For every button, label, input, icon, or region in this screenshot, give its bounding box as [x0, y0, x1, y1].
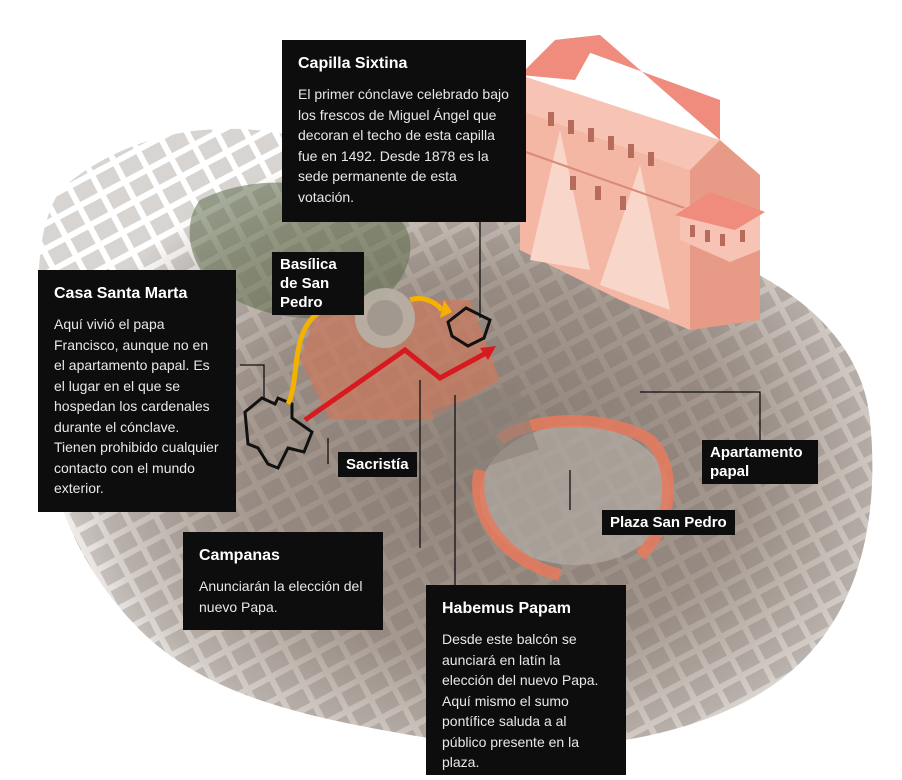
- callout-body: Desde este balcón se aunciará en latín l…: [442, 631, 599, 770]
- callout-capilla-sixtina: Capilla Sixtina El primer cónclave celeb…: [282, 40, 526, 222]
- callout-body: Anunciarán la elección del nuevo Papa.: [199, 578, 363, 615]
- label-basilica: Basílica de San Pedro: [272, 252, 364, 315]
- label-apartamento-papal: Apartamento papal: [702, 440, 818, 484]
- plaza-court: [431, 382, 539, 478]
- callout-casa-santa-marta: Casa Santa Marta Aquí vivió el papa Fran…: [38, 270, 236, 512]
- callout-body: Aquí vivió el papa Francisco, aunque no …: [54, 316, 219, 496]
- label-plaza-san-pedro: Plaza San Pedro: [602, 510, 735, 535]
- callout-title: Campanas: [199, 547, 280, 564]
- santa-marta-outline: [243, 396, 314, 470]
- callout-title: Casa Santa Marta: [54, 285, 188, 302]
- callout-habemus-papam: Habemus Papam Desde este balcón se aunci…: [426, 585, 626, 775]
- leader-lines: [240, 222, 761, 585]
- callout-title: Habemus Papam: [442, 600, 571, 617]
- callout-campanas: Campanas Anunciarán la elección del nuev…: [183, 532, 383, 630]
- label-sacristia: Sacristía: [338, 452, 417, 477]
- red-route: [303, 346, 490, 423]
- capilla-3d-illustration: [519, 35, 765, 330]
- callout-body: El primer cónclave celebrado bajo los fr…: [298, 86, 509, 205]
- callout-title: Capilla Sixtina: [298, 55, 408, 72]
- capilla-outline: [446, 306, 492, 348]
- red-route-arrow: [480, 346, 496, 360]
